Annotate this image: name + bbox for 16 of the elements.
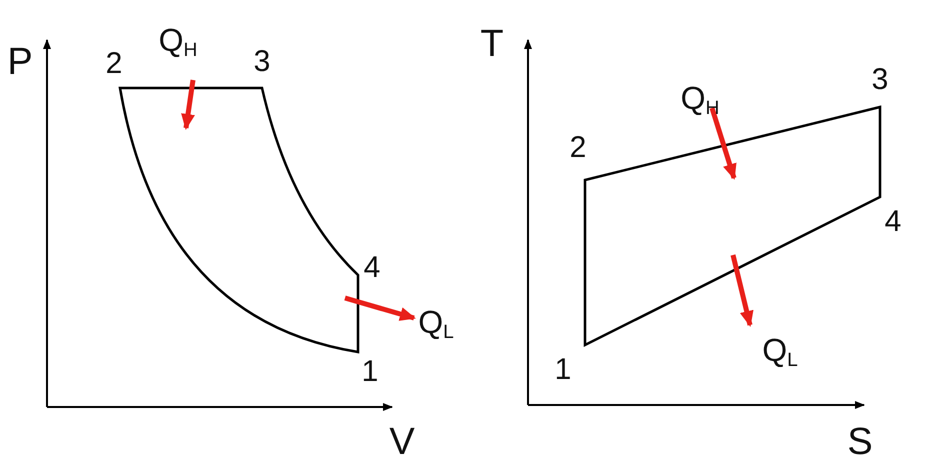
state-label: 2 <box>570 133 586 163</box>
axis-label: S <box>847 423 873 461</box>
axis-label: V <box>389 423 415 461</box>
heat-label: Q$_{L}$ <box>762 334 798 370</box>
state-label: 3 <box>872 65 888 95</box>
axis-label: P <box>7 43 33 81</box>
state-label: 4 <box>884 207 902 237</box>
state-label: 1 <box>362 357 378 387</box>
state-label: 2 <box>106 49 122 79</box>
heat-label: Q$_{H}$ <box>158 24 198 60</box>
state-label: 4 <box>364 253 380 283</box>
state-label: 3 <box>254 47 270 77</box>
state-label: 1 <box>554 355 572 385</box>
heat-label: Q$_{H}$ <box>680 82 720 118</box>
heat-label: Q$_{L}$ <box>418 306 454 342</box>
axis-label: T <box>480 25 504 63</box>
